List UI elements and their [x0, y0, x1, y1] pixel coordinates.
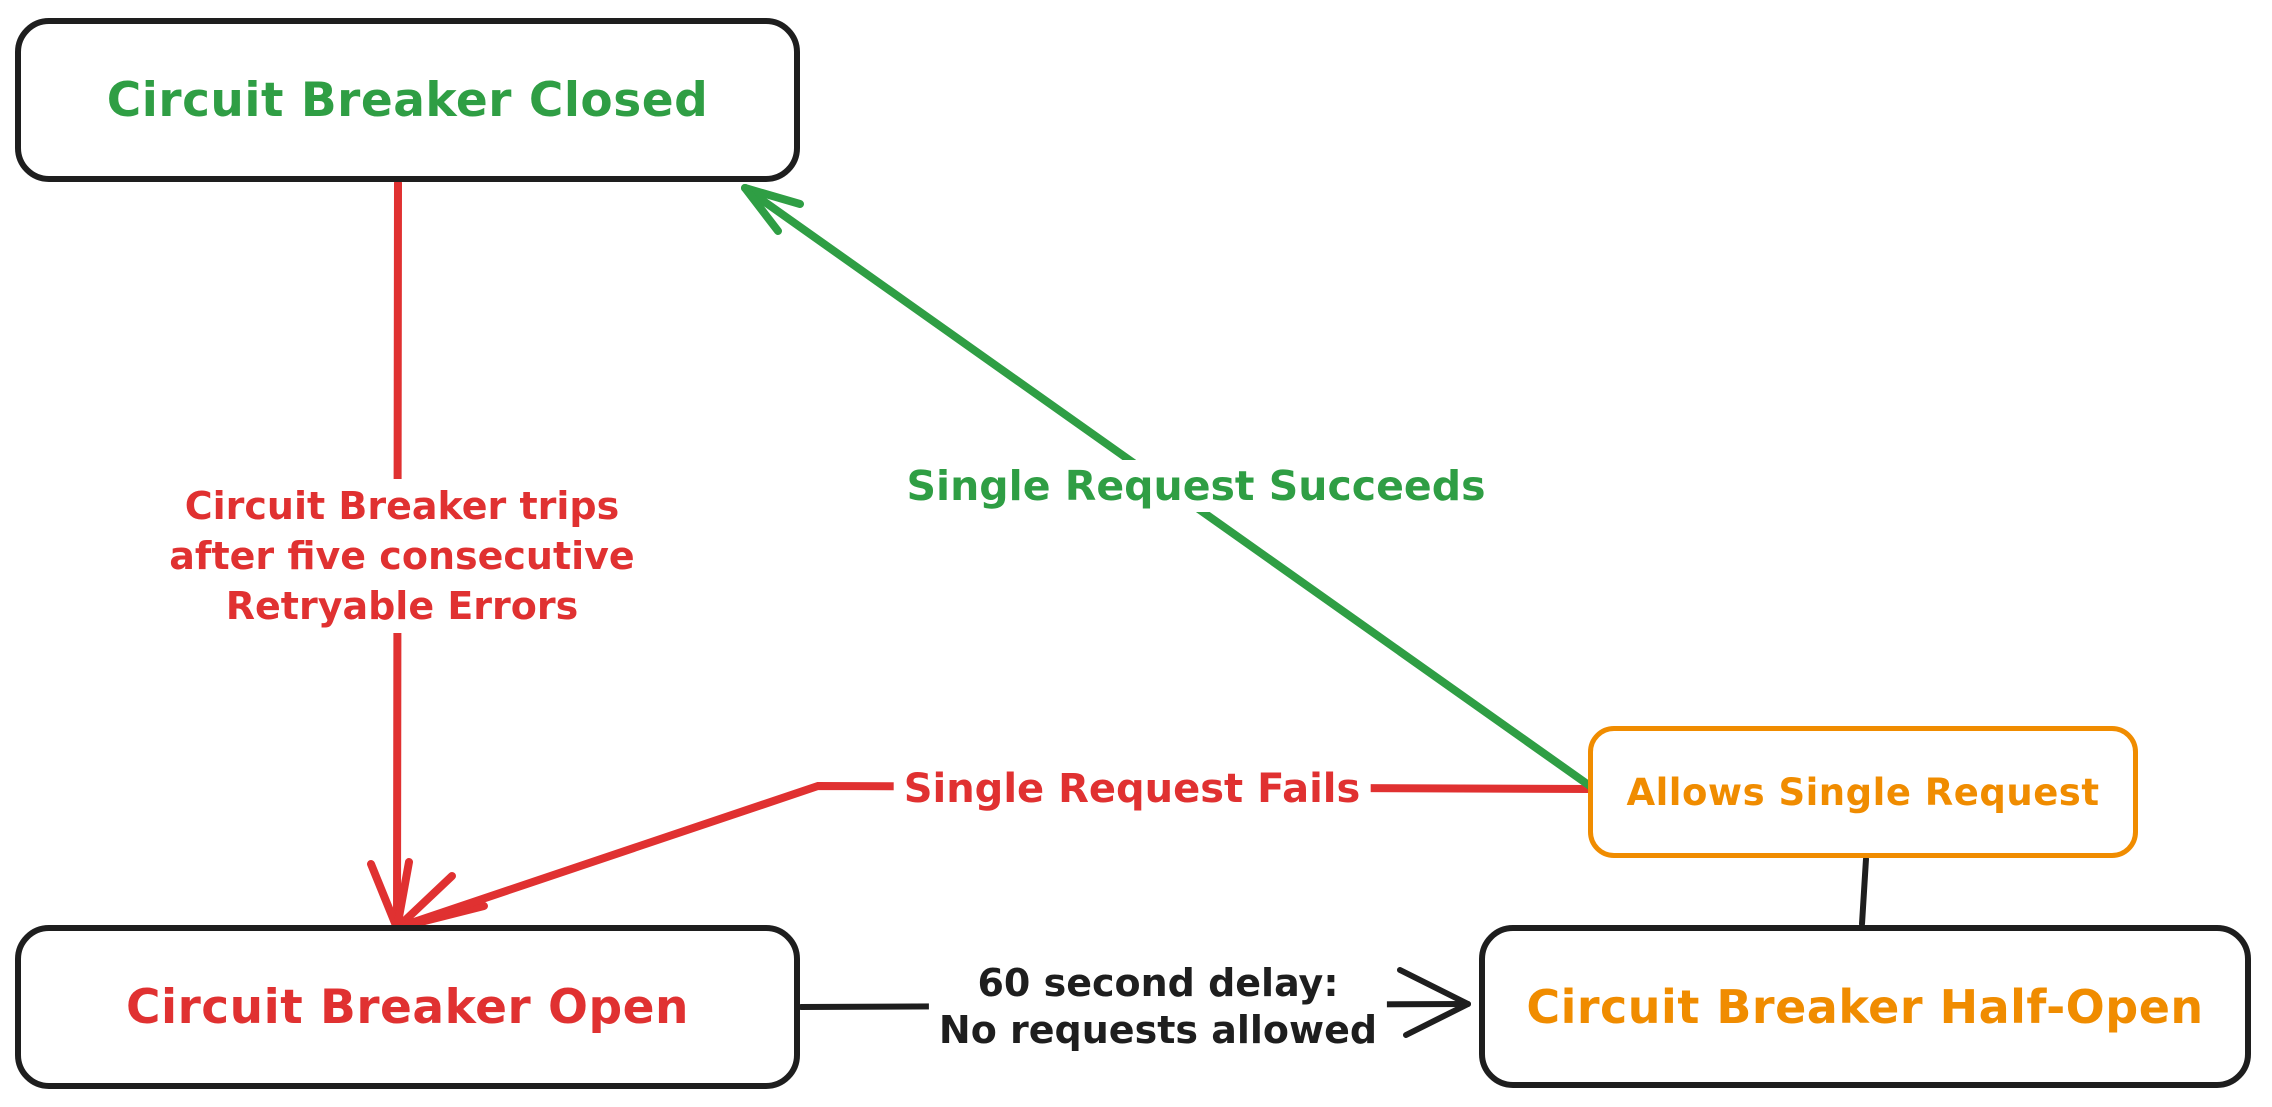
delay-arrow-label-line-2: No requests allowed	[938, 1008, 1378, 1052]
state-node-half-open: Circuit Breaker Half-Open	[1479, 925, 2251, 1088]
state-node-closed: Circuit Breaker Closed	[15, 18, 800, 182]
trips-arrow-label-line-1: Circuit Breaker trips	[184, 484, 620, 528]
trips-arrow-label: Circuit Breaker trips after five consecu…	[159, 479, 645, 633]
fails-arrow-label: Single Request Fails	[893, 764, 1371, 814]
state-node-open-label: Circuit Breaker Open	[126, 979, 689, 1035]
link-line	[1859, 856, 1869, 927]
delay-arrow-label: 60 second delay: No requests allowed	[928, 958, 1388, 1056]
trips-arrow-label-line-3: Retryable Errors	[225, 584, 579, 628]
state-node-allows-single-request-label: Allows Single Request	[1626, 770, 2100, 814]
fails-arrow-label-text: Single Request Fails	[903, 766, 1361, 812]
state-node-open: Circuit Breaker Open	[15, 925, 800, 1089]
state-node-allows-single-request: Allows Single Request	[1588, 726, 2138, 858]
succeeds-arrow-label-text: Single Request Succeeds	[906, 462, 1486, 510]
delay-arrow-label-line-1: 60 second delay:	[977, 961, 1339, 1005]
trips-arrow-label-line-2: after five consecutive	[169, 534, 635, 578]
state-node-closed-label: Circuit Breaker Closed	[106, 72, 709, 128]
succeeds-arrow-label: Single Request Succeeds	[896, 460, 1496, 512]
state-node-half-open-label: Circuit Breaker Half-Open	[1526, 979, 2204, 1034]
